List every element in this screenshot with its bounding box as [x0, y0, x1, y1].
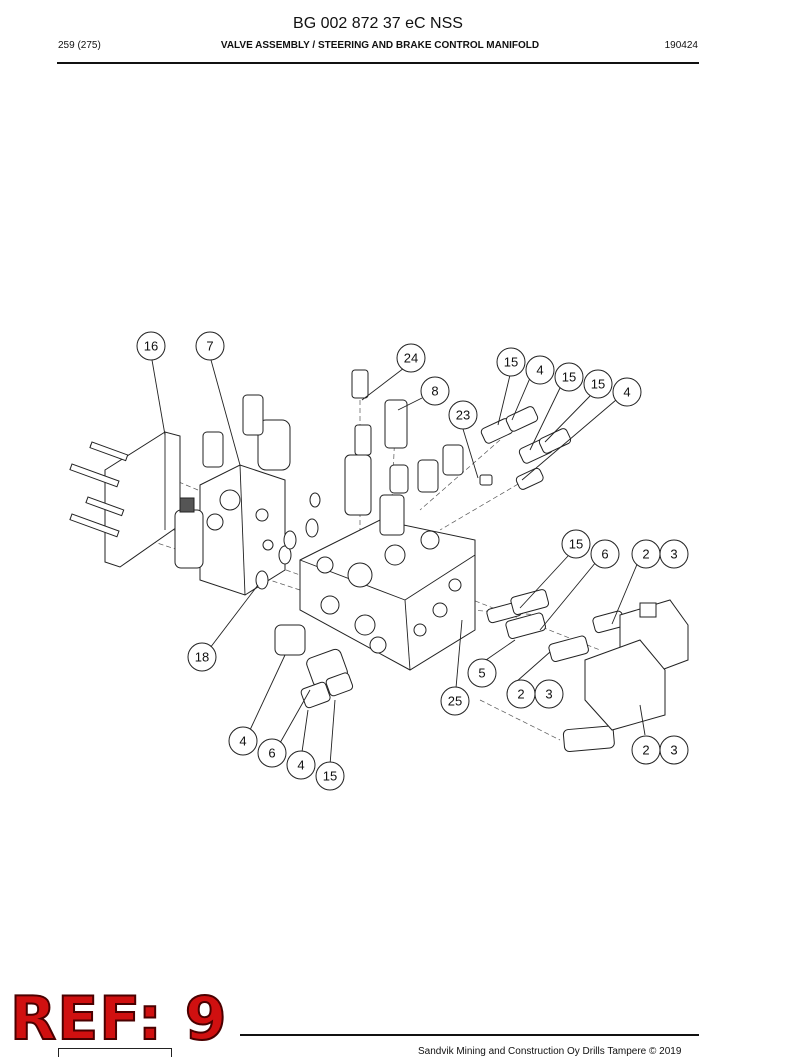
callout-10: 23: [448, 400, 478, 430]
section-title: VALVE ASSEMBLY / STEERING AND BRAKE CONT…: [220, 40, 540, 51]
callout-25: 3: [659, 735, 689, 765]
lower-left-cartridges: [274, 624, 354, 709]
right-cartridges: [486, 589, 625, 752]
svg-text:6: 6: [268, 746, 275, 761]
callout-19: 25: [440, 686, 470, 716]
svg-text:4: 4: [536, 363, 543, 378]
svg-text:3: 3: [670, 547, 677, 562]
footer-rule: [240, 1034, 699, 1036]
callout-15: 18: [187, 642, 217, 672]
left-valve-block: [174, 394, 291, 596]
svg-text:15: 15: [569, 537, 583, 552]
callout-9: 4: [612, 377, 642, 407]
page-number: 259 (275): [58, 40, 101, 51]
callout-11: 15: [561, 529, 591, 559]
svg-text:15: 15: [591, 377, 605, 392]
solenoid-coils: [584, 599, 689, 731]
document-date: 190424: [664, 40, 698, 51]
svg-text:5: 5: [478, 666, 485, 681]
top-cartridges: [344, 369, 493, 536]
callout-17: 2: [506, 679, 536, 709]
callout-21: 6: [257, 738, 287, 768]
svg-text:3: 3: [545, 687, 552, 702]
svg-text:4: 4: [239, 734, 246, 749]
svg-text:18: 18: [195, 650, 209, 665]
svg-text:23: 23: [456, 408, 470, 423]
callout-7: 15: [554, 362, 584, 392]
header-rule: [57, 62, 699, 64]
o-rings: [255, 492, 321, 590]
callout-24: 2: [631, 735, 661, 765]
main-manifold: [299, 519, 476, 671]
callout-22: 4: [286, 750, 316, 780]
callout-1: 16: [136, 331, 166, 361]
upper-right-cartridges: [480, 406, 572, 490]
leader-lines: [151, 359, 646, 766]
svg-text:7: 7: [206, 339, 213, 354]
svg-text:4: 4: [297, 758, 304, 773]
callout-13: 2: [631, 539, 661, 569]
svg-text:16: 16: [144, 339, 158, 354]
callout-4: 8: [420, 376, 450, 406]
svg-text:24: 24: [404, 351, 418, 366]
mounting-bolts: [69, 441, 129, 538]
callout-5: 15: [496, 347, 526, 377]
svg-text:4: 4: [623, 385, 630, 400]
svg-text:2: 2: [642, 547, 649, 562]
svg-text:15: 15: [323, 769, 337, 784]
callout-23: 15: [315, 761, 345, 791]
callout-6: 4: [525, 355, 555, 385]
footer-copyright: Sandvik Mining and Construction Oy Drill…: [418, 1046, 682, 1057]
callout-2: 7: [195, 331, 225, 361]
callout-16: 5: [467, 658, 497, 688]
callout-3: 24: [396, 343, 426, 373]
svg-text:15: 15: [562, 370, 576, 385]
callout-8: 15: [583, 369, 613, 399]
ref-stamp: REF: 9: [9, 983, 228, 1055]
callout-12: 6: [590, 539, 620, 569]
svg-text:25: 25: [448, 694, 462, 709]
svg-text:6: 6: [601, 547, 608, 562]
svg-text:3: 3: [670, 743, 677, 758]
svg-text:2: 2: [642, 743, 649, 758]
document-id: BG 002 872 37 eC NSS: [293, 15, 463, 32]
svg-text:8: 8: [431, 384, 438, 399]
svg-text:15: 15: [504, 355, 518, 370]
svg-text:2: 2: [517, 687, 524, 702]
callout-14: 3: [659, 539, 689, 569]
callout-18: 3: [534, 679, 564, 709]
callout-20: 4: [228, 726, 258, 756]
